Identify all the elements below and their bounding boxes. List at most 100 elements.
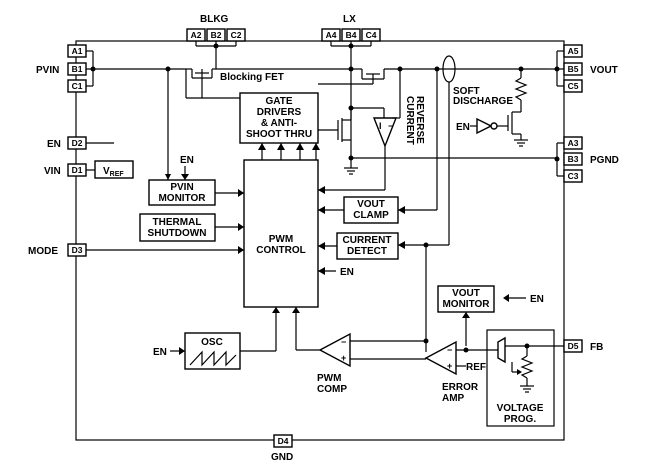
ball-d2-label: D2 (72, 138, 83, 148)
ball-a4-label: A4 (326, 30, 337, 40)
gate-drivers-line4: SHOOT THRU (246, 129, 312, 140)
ball-a1-label: A1 (72, 46, 83, 56)
pwm-comp-plus: + (341, 353, 346, 363)
pin-gnd-group: D4 GND (271, 434, 293, 463)
vout-clamp-block: VOUT CLAMP (318, 69, 438, 224)
ball-c5-label: C5 (568, 81, 579, 91)
osc-en-label: EN (153, 347, 167, 358)
error-amp-line1: ERROR (442, 382, 479, 393)
pvin-monitor-block: PVIN MONITOR EN (148, 155, 244, 206)
pvin-monitor-line2: MONITOR (158, 193, 206, 204)
soft-discharge-line1: SOFT (453, 86, 480, 97)
pin-fb-group: D5 FB (563, 339, 603, 353)
pin-pgnd-group: A3 B3 C3 PGND (554, 136, 619, 183)
osc-label: OSC (201, 337, 223, 348)
pwm-comparator: − + PWM COMP (292, 307, 429, 395)
pwm-comp-line1: PWM (317, 373, 341, 384)
vout-clamp-line1: VOUT (357, 199, 385, 210)
pin-vin-group: D1 VIN VREF (44, 160, 134, 179)
error-amp-line2: AMP (442, 393, 465, 404)
gate-drivers-line3: & ANTI- (261, 118, 297, 129)
pwm-control-line1: PWM (269, 234, 293, 245)
ball-c4-label: C4 (366, 30, 377, 40)
vout-monitor-block: VOUT MONITOR EN (425, 245, 544, 352)
voltage-prog-line2: PROG. (504, 414, 536, 425)
blocking-fet: Blocking FET (165, 66, 284, 180)
error-amp-minus: − (447, 345, 452, 355)
pin-blkg-group: BLKG A2 B2 C2 (186, 14, 246, 69)
ball-b3 (563, 152, 583, 166)
ball-d1-label: D1 (72, 165, 83, 175)
pin-vout-label: VOUT (590, 65, 618, 76)
pin-en-label: EN (47, 139, 61, 150)
current-detect-line2: DETECT (347, 246, 387, 257)
gate-drivers-line1: GATE (265, 96, 292, 107)
ref-label: REF (466, 362, 486, 373)
pin-lx-group: LX A4 B4 C4 (321, 14, 381, 160)
pwm-control-line2: CONTROL (256, 245, 305, 256)
ball-c2-label: C2 (231, 30, 242, 40)
ball-c1-label: C1 (72, 81, 83, 91)
error-amp-plus: + (447, 361, 452, 371)
pwm-to-gate-arrows (258, 143, 320, 160)
ball-a3-label: A3 (568, 138, 579, 148)
pin-pgnd-label: PGND (590, 155, 619, 166)
pwm-comp-line2: COMP (317, 384, 347, 395)
ball-d4-label: D4 (278, 436, 289, 446)
gate-drivers-block: GATE DRIVERS & ANTI- SHOOT THRU (239, 92, 319, 144)
comparator-minus-label: − (388, 121, 393, 131)
current-detect-line1: CURRENT (343, 235, 392, 246)
pin-vin-label: VIN (44, 166, 61, 177)
vref-box (94, 160, 134, 179)
ball-b2-label: B2 (211, 30, 222, 40)
pin-pvin-label: PVIN (36, 65, 59, 76)
gate-drivers-line2: DRIVERS (257, 107, 302, 118)
pvin-monitor-line1: PVIN (170, 182, 193, 193)
pwm-comp-minus: − (341, 337, 346, 347)
ball-b3-label: B3 (568, 154, 579, 164)
osc-block: OSC EN (153, 307, 280, 370)
pin-mode-group: D3 MODE (28, 243, 244, 257)
thermal-shutdown-block: THERMAL SHUTDOWN (139, 213, 244, 242)
reverse-label-line1: REVERSE (414, 96, 425, 144)
ball-a5-label: A5 (568, 46, 579, 56)
pin-en-group: D2 EN (47, 136, 114, 150)
chip-outline (75, 40, 565, 441)
vout-monitor-en-label: EN (530, 294, 544, 305)
thermal-line1: THERMAL (153, 217, 202, 228)
ball-a2-label: A2 (191, 30, 202, 40)
pwm-control-block: PWM CONTROL (243, 159, 319, 308)
vout-monitor-line2: MONITOR (442, 299, 490, 310)
pin-blkg-label: BLKG (200, 14, 229, 25)
vout-monitor-line1: VOUT (452, 288, 480, 299)
pin-vout-group: A5 B5 C5 VOUT (554, 44, 618, 93)
vref-label: VREF (103, 166, 124, 178)
voltage-prog-line1: VOLTAGE (497, 403, 544, 414)
ball-d5-label: D5 (568, 341, 579, 351)
error-amplifier: − + REF ERROR AMP (424, 340, 498, 404)
pin-fb-label: FB (590, 342, 603, 353)
reverse-label-line2: CURRENT (404, 96, 415, 145)
current-detect-block: CURRENT DETECT EN (318, 232, 405, 278)
ball-b5-label: B5 (568, 64, 579, 74)
pin-gnd-label: GND (271, 452, 293, 463)
pwm-en-label: EN (340, 267, 354, 278)
soft-discharge: SOFT DISCHARGE EN (453, 69, 528, 147)
comparator-i-label: I (379, 121, 382, 131)
pvin-monitor-en-label: EN (180, 155, 194, 166)
blocking-fet-label: Blocking FET (220, 72, 284, 83)
pin-lx-label: LX (343, 14, 356, 25)
voltage-prog-block: VOLTAGE PROG. (486, 329, 564, 427)
ball-b4-label: B4 (346, 30, 357, 40)
ball-d3-label: D3 (72, 245, 83, 255)
thermal-line2: SHUTDOWN (148, 228, 207, 239)
pin-pvin-group: A1 B1 C1 PVIN (36, 44, 186, 93)
ball-d4 (273, 434, 293, 448)
ball-c3-label: C3 (568, 171, 579, 181)
ball-b1-label: B1 (72, 64, 83, 74)
pin-mode-label: MODE (28, 246, 58, 257)
reverse-current-comparator: I − REVERSE CURRENT (318, 69, 425, 194)
soft-discharge-line2: DISCHARGE (453, 96, 513, 107)
low-side-fet (318, 105, 557, 175)
